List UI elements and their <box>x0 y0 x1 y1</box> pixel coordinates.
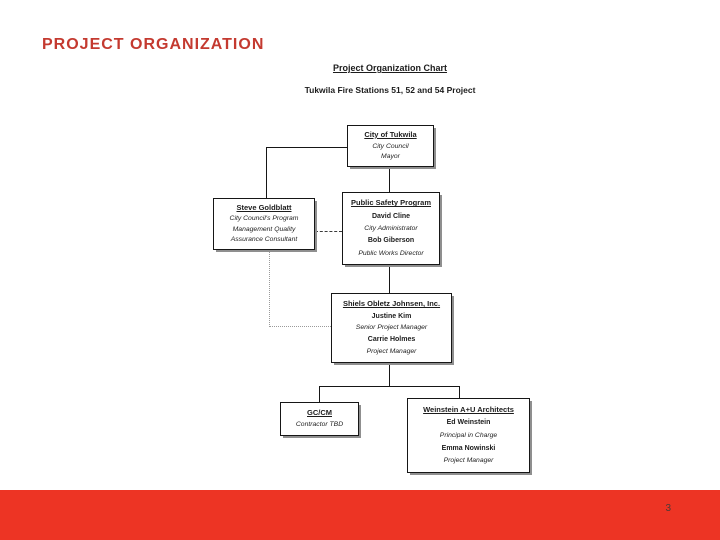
node-role: Senior Project Manager <box>355 324 428 332</box>
node-person: Ed Weinstein <box>446 419 491 427</box>
node-role: Assurance Consultant <box>230 236 298 244</box>
node-role: Project Manager <box>443 457 494 465</box>
node-title: Shiels Obletz Johnsen, Inc. <box>342 298 441 308</box>
node-person: David Cline <box>371 212 411 220</box>
node-role: City Administrator <box>364 224 418 232</box>
node-person: Bob Giberson <box>367 237 415 245</box>
node-title: City of Tukwila <box>364 129 417 139</box>
node-person: Justine Kim <box>371 312 412 320</box>
org-node-gccm: GC/CM Contractor TBD <box>280 402 359 436</box>
node-role: Mayor <box>381 153 400 161</box>
node-title: GC/CM <box>307 407 332 417</box>
connector-city-to-goldblatt-horizontal <box>266 147 347 148</box>
connector-branch-to-weinstein <box>459 386 460 398</box>
connector-public-safety-to-soj <box>389 265 390 293</box>
org-node-steve-goldblatt: Steve Goldblatt City Council's Program M… <box>213 198 315 250</box>
node-title: Weinstein A+U Architects <box>423 404 514 414</box>
node-title: Public Safety Program <box>350 198 432 208</box>
node-role: City Council's Program <box>229 215 299 223</box>
chart-title: Project Organization Chart <box>332 63 448 73</box>
chart-subtitle: Tukwila Fire Stations 51, 52 and 54 Proj… <box>304 85 476 95</box>
footer-bar: 3 <box>0 490 720 540</box>
connector-branch-to-gccm <box>319 386 320 402</box>
node-role: City Council <box>372 142 409 150</box>
node-role: Public Works Director <box>358 249 424 257</box>
org-node-city-of-tukwila: City of Tukwila City Council Mayor <box>347 125 434 167</box>
node-title: Steve Goldblatt <box>236 202 292 212</box>
page-title: PROJECT ORGANIZATION <box>42 36 265 53</box>
node-role: Principal in Charge <box>439 431 498 439</box>
connector-branch-horizontal <box>319 386 460 387</box>
page-number: 3 <box>665 503 671 514</box>
node-role: Management Quality <box>232 225 296 233</box>
node-person: Emma Nowinski <box>441 444 496 452</box>
connector-goldblatt-to-soj-dotted-horizontal <box>269 326 331 327</box>
connector-soj-to-branch <box>389 363 390 387</box>
org-node-weinstein-architects: Weinstein A+U Architects Ed Weinstein Pr… <box>407 398 530 473</box>
node-role: Project Manager <box>366 348 417 356</box>
org-node-shiels-obletz-johnsen: Shiels Obletz Johnsen, Inc. Justine Kim … <box>331 293 452 363</box>
node-role: Contractor TBD <box>295 421 344 429</box>
org-node-public-safety-program: Public Safety Program David Cline City A… <box>342 192 440 265</box>
connector-city-to-goldblatt-vertical <box>266 147 267 198</box>
connector-goldblatt-to-soj-dotted-vertical <box>269 250 270 327</box>
node-person: Carrie Holmes <box>367 336 416 344</box>
connector-city-to-public-safety <box>389 166 390 193</box>
connector-goldblatt-to-public-safety-dashed <box>315 231 342 232</box>
